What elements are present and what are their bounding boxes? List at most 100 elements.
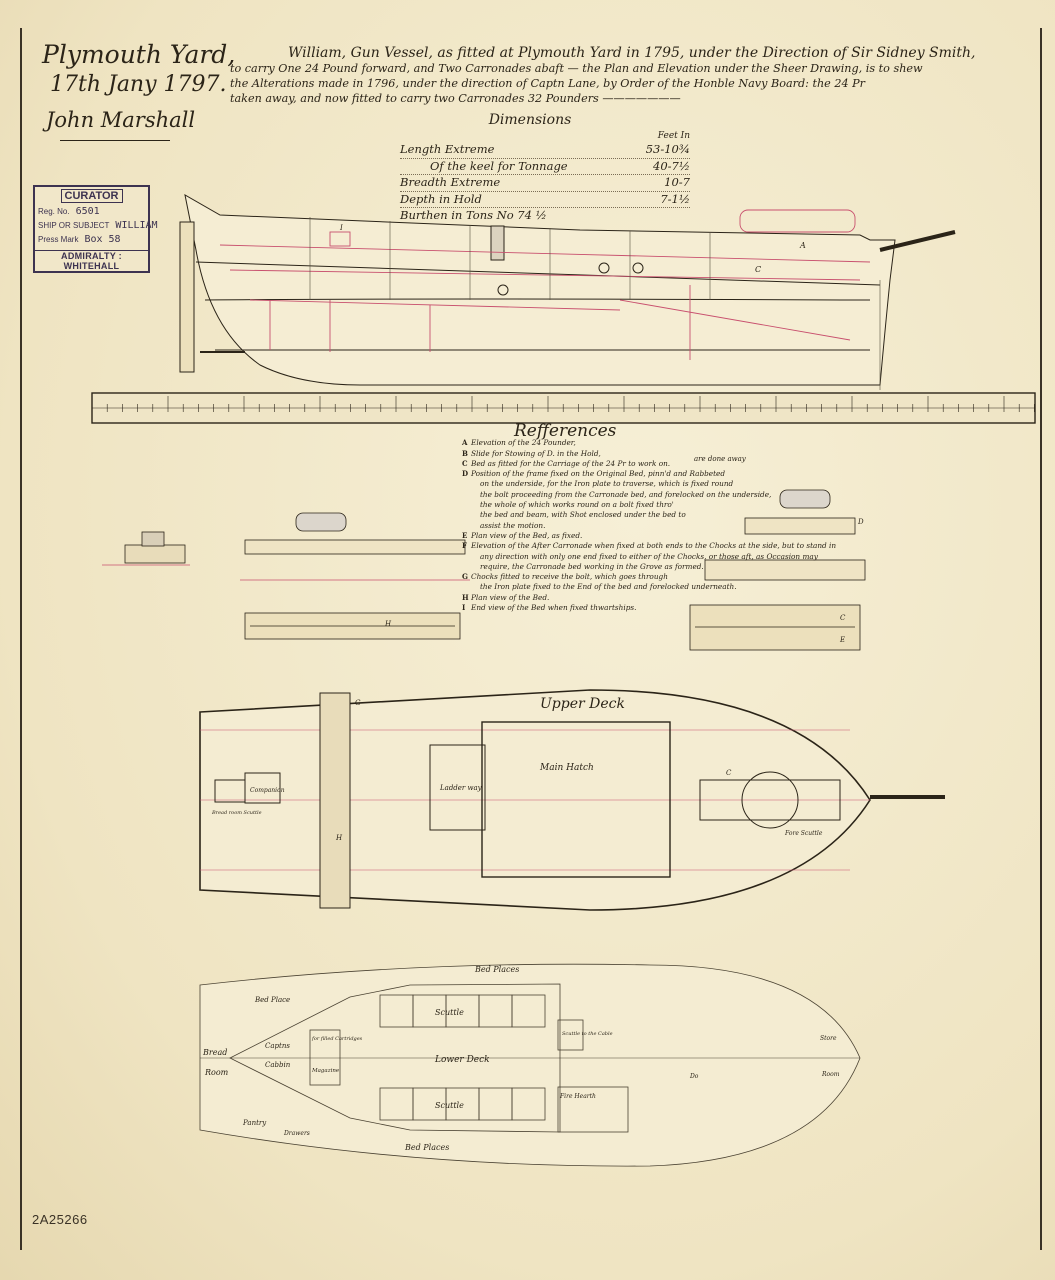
detail-label-h: H: [384, 620, 392, 628]
lower-deck-label: Lower Deck: [434, 1055, 490, 1065]
reference-item: the whole of which works round on a bolt…: [462, 500, 762, 510]
bed-place-aft: Bed Place: [254, 996, 290, 1004]
reference-item: require, the Carronade bed working in th…: [462, 562, 762, 572]
yard-heading: Plymouth Yard,: [42, 40, 236, 69]
stamp-reg-label: Reg. No.: [38, 207, 70, 216]
reference-key: C: [462, 458, 468, 468]
ladder-way-label: Ladder way: [439, 784, 483, 792]
reference-text: Elevation of the After Carronade when fi…: [471, 541, 837, 551]
bread-room-label-2: Room: [204, 1068, 229, 1077]
reference-text: Plan view of the Bed.: [471, 592, 550, 602]
reference-key: F: [462, 541, 467, 551]
store-room-label-2: Room: [821, 1071, 840, 1078]
title-line: taken away, and now fitted to carry two …: [230, 92, 681, 105]
reference-text: End view of the Bed when fixed thwartshi…: [471, 603, 637, 613]
dimensions-heading: Dimensions: [488, 112, 572, 128]
bread-room-label-1: Bread: [202, 1048, 227, 1057]
reference-text: the bed and beam, with Shot enclosed und…: [480, 510, 686, 520]
reference-item: F Elevation of the After Carronade when f…: [462, 541, 836, 551]
bed-places-top: Bed Places: [474, 965, 519, 974]
stamp-footer: ADMIRALTY : WHITEHALL: [35, 250, 148, 271]
dimensions-unit: Feet In: [657, 131, 690, 141]
label-h: H: [335, 834, 343, 842]
title-block: William, Gun Vessel, as fitted at Plymou…: [230, 46, 1020, 106]
captains-label-2: Cabbin: [265, 1061, 291, 1069]
reference-text: the bolt proceeding from the Carronade b…: [480, 489, 772, 499]
reference-text: the whole of which works round on a bolt…: [480, 500, 674, 510]
pantry-label: Pantry: [242, 1119, 267, 1127]
fore-scuttle-label: Fore Scuttle: [784, 830, 823, 837]
dimension-row: Burthen in Tons No 74 ½: [400, 208, 690, 224]
stamp-reg-value: 6501: [75, 206, 100, 217]
references-note: are done away: [694, 455, 746, 463]
store-room-label-1: Store: [820, 1035, 837, 1042]
magazine-label-1: for filled Cartridges: [311, 1036, 363, 1042]
profile-label-i: I: [339, 224, 343, 232]
signature: John Marshall: [46, 108, 196, 132]
reference-text: Plan view of the Bed, as fixed.: [471, 530, 583, 540]
reference-item: any direction with only one end fixed to…: [462, 552, 818, 562]
reference-text: Slide for Stowing of D. in the Hold,: [471, 448, 601, 458]
dimension-label: Length Extreme: [400, 142, 495, 156]
reference-text: the Iron plate fixed to the End of the b…: [480, 582, 737, 592]
lower-deck-plan: Bed Places Bed Places Bed Place Bread Ro…: [199, 963, 861, 1167]
reference-text: on the underside, for the Iron plate to …: [480, 479, 734, 489]
dimension-value: 53-10¾: [645, 142, 690, 156]
label-g: G: [355, 699, 361, 707]
title-line: to carry One 24 Pound forward, and Two C…: [230, 62, 923, 75]
dimension-label: Breadth Extreme: [400, 175, 501, 189]
reference-text: Elevation of the 24 Pounder,: [471, 438, 576, 448]
reference-item: I End view of the Bed when fixed thwartsh…: [462, 603, 762, 613]
signature-flourish: [60, 140, 170, 141]
reference-item: the Iron plate fixed to the End of the b…: [462, 582, 762, 592]
do-label: Do: [689, 1073, 699, 1080]
reference-item: assist the motion.: [462, 521, 762, 531]
catalog-number: 2A25266: [32, 1212, 88, 1227]
bed-places-bottom: Bed Places: [404, 1143, 449, 1152]
reference-text: Position of the frame fixed on the Origi…: [471, 469, 726, 479]
scuttle-label: Bread room Scuttle: [211, 810, 262, 816]
stamp-press-label: Press Mark: [38, 235, 79, 244]
date-heading: 17th Jany 1797.: [50, 72, 227, 97]
detail-label-d: D: [857, 518, 864, 526]
magazine-label-2: Magazine: [311, 1068, 340, 1074]
reference-key: I: [462, 603, 466, 613]
stamp-title: CURATOR: [60, 189, 123, 203]
red-alteration-lines: [219, 209, 871, 360]
drawers-label: Drawers: [283, 1130, 310, 1137]
reference-item: on the underside, for the Iron plate to …: [462, 479, 762, 489]
dimension-value: 10-7: [664, 175, 690, 189]
reference-key: E: [462, 530, 468, 540]
title-line: the Alterations made in 1796, under the …: [230, 77, 865, 90]
reference-key: B: [462, 448, 468, 458]
dimension-label: Depth in Hold: [400, 191, 482, 206]
scale-bar: [91, 392, 1036, 424]
dimension-row: Breadth Extreme 10-7: [400, 175, 690, 192]
references-heading: Refferences: [514, 421, 617, 441]
reference-text: Bed as fitted for the Carriage of the 24…: [471, 458, 671, 468]
label-c: C: [726, 769, 732, 777]
stamp-subject-value: WILLIAM: [115, 220, 158, 231]
dimension-row: Depth in Hold 7-1½: [400, 191, 690, 208]
reference-item: the bed and beam, with Shot enclosed und…: [462, 510, 762, 520]
upper-deck-title: Upper Deck: [540, 696, 625, 712]
dimension-value: 40-7½: [653, 158, 690, 173]
carronade-details: H C E D: [102, 489, 866, 651]
reference-key: D: [462, 469, 469, 479]
dimension-row: Length Extreme 53-10¾: [400, 142, 690, 159]
reference-text: any direction with only one end fixed to…: [480, 551, 818, 561]
dimension-value: 7-1½: [660, 191, 690, 206]
detail-label-e: E: [839, 636, 845, 644]
stamp-press-value: Box 58: [84, 234, 121, 245]
captains-label-1: Captns: [265, 1042, 290, 1050]
reference-key: G: [462, 572, 468, 582]
title-line: William, Gun Vessel, as fitted at Plymou…: [288, 45, 976, 61]
